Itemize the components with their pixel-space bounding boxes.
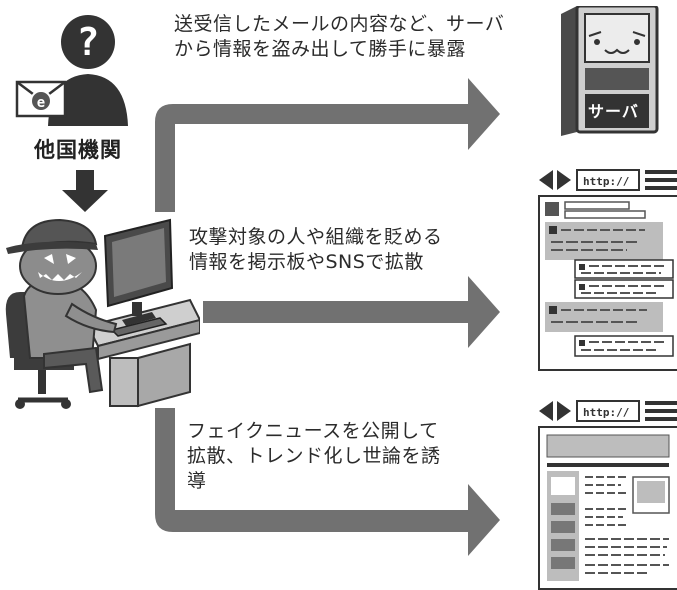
flow-text-bottom: フェイクニュースを公開して 拡散、トレンド化し世論を誘 導: [187, 420, 441, 492]
browser-forward-icon: [557, 401, 571, 421]
server-label: サーバ: [588, 102, 639, 121]
server-icon: [561, 6, 659, 136]
browser-url-text: http://: [583, 175, 630, 188]
monitor-icon: [103, 218, 174, 326]
hacker-illustration: [5, 218, 200, 409]
browser-forward-icon: [557, 170, 571, 190]
flow-text-top: 送受信したメールの内容など、サーバ から情報を盗み出して勝手に暴露: [174, 13, 505, 60]
flow-arrow-middle: [203, 276, 500, 348]
browser-news-window: http://: [538, 400, 677, 590]
flow-text-middle: 攻撃対象の人や組織を貶める 情報を掲示板やSNSで拡散: [189, 226, 443, 273]
flow-arrow-bottom: [155, 408, 500, 556]
browser-sns-window: http://: [538, 169, 677, 371]
browser-back-icon: [539, 170, 553, 190]
browser-menu-icon: [645, 170, 677, 174]
browser-back-icon: [539, 401, 553, 421]
browser-url-text: http://: [583, 406, 630, 419]
agency-figure-icon: ? e: [15, 15, 128, 126]
browser-url-box: [576, 400, 640, 422]
browser-menu-icon: [645, 401, 677, 405]
agency-label: 他国機関: [34, 138, 122, 162]
browser-url-box: [576, 169, 640, 191]
flow-arrow-top: [155, 78, 500, 212]
svg-text:e: e: [37, 95, 45, 111]
envelope-icon: e: [15, 80, 67, 118]
down-arrow-icon: [62, 170, 108, 212]
svg-text:?: ?: [77, 20, 100, 64]
